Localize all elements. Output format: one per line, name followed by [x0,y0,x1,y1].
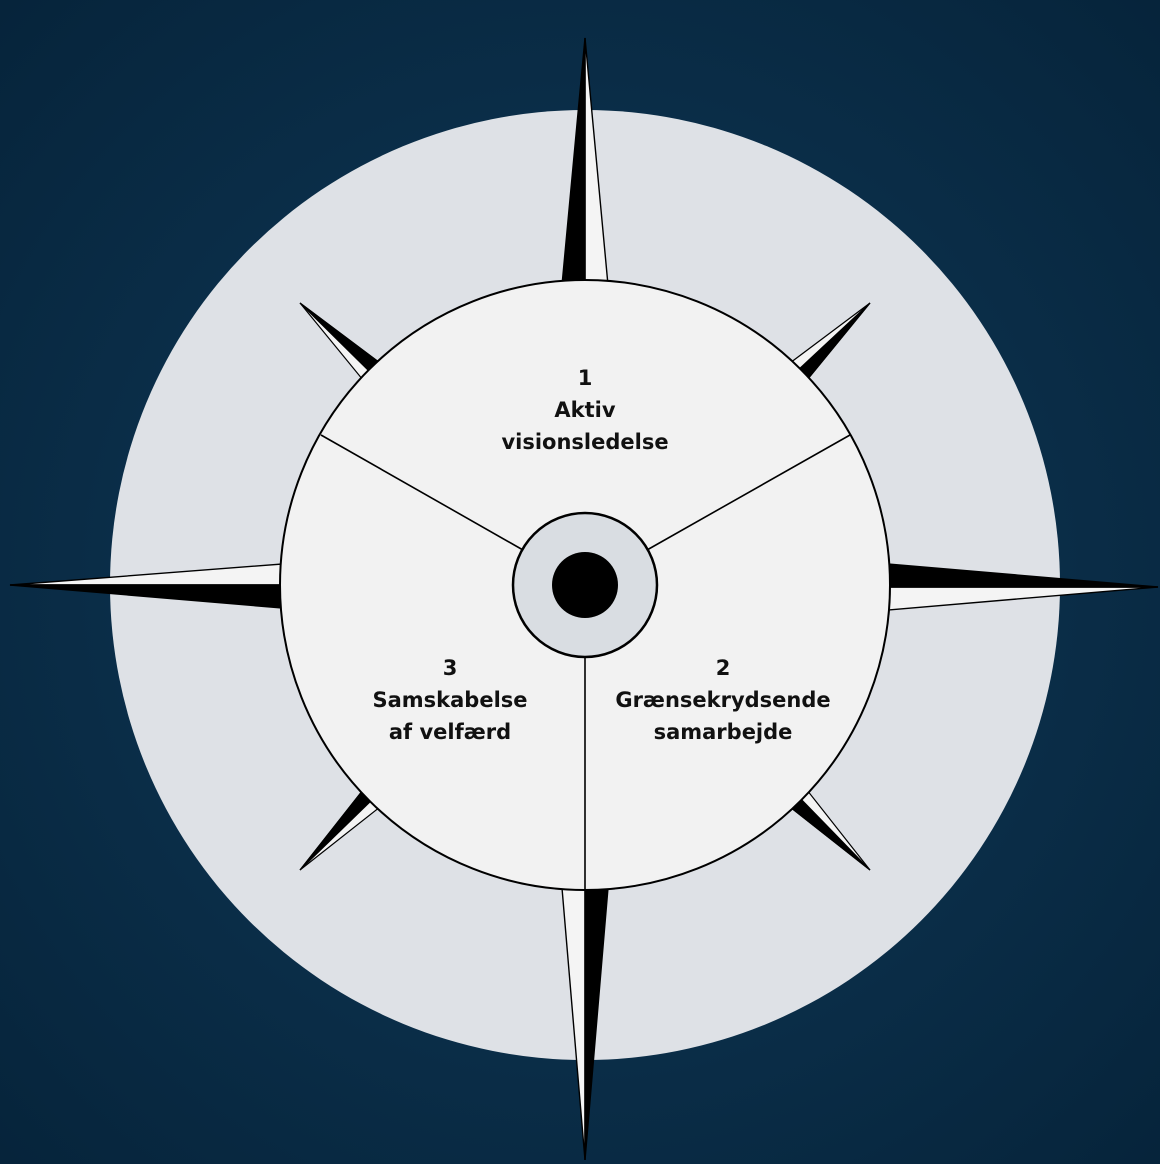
segment-1-line2: visionsledelse [425,426,745,458]
segment-1-line1: Aktiv [425,394,745,426]
segment-2-line2: samarbejde [563,716,883,748]
segment-3-line1: Samskabelse [290,684,610,716]
segment-label-1: 1 Aktiv visionsledelse [425,362,745,458]
segment-label-2: 2 Grænsekrydsende samarbejde [563,652,883,748]
segment-2-number: 2 [563,652,883,684]
segment-3-number: 3 [290,652,610,684]
segment-label-3: 3 Samskabelse af velfærd [290,652,610,748]
segment-1-number: 1 [425,362,745,394]
segment-2-line1: Grænsekrydsende [563,684,883,716]
hub-center-dot [552,552,618,618]
segment-3-line2: af velfærd [290,716,610,748]
